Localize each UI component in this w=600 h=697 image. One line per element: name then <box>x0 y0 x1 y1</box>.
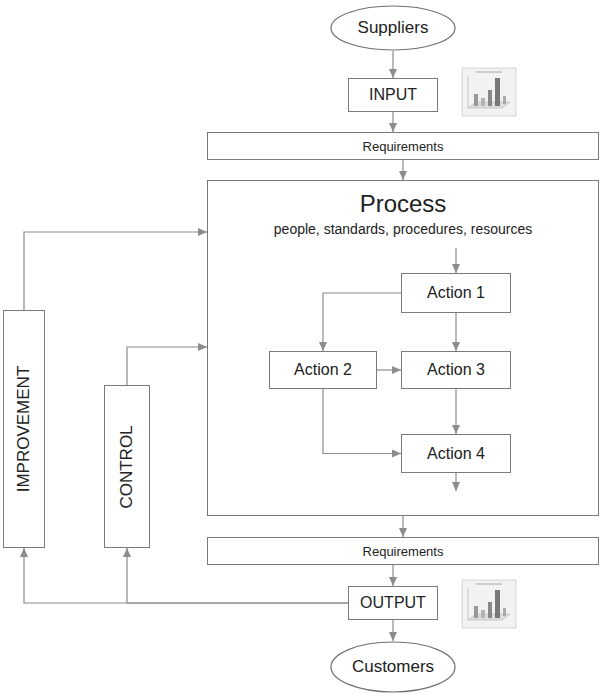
flow-arrow <box>455 313 456 351</box>
node-label: Requirements <box>363 139 444 154</box>
flow-arrow <box>377 369 401 370</box>
customer-ellipse: Customers <box>330 641 456 693</box>
flow-arrow <box>392 51 393 78</box>
flow-arrow <box>392 620 393 641</box>
flow-stub <box>455 248 456 273</box>
node-label: Suppliers <box>358 18 429 38</box>
improvement-box: IMPROVEMENT <box>3 310 45 548</box>
requirements-band: Requirements <box>207 132 599 160</box>
node-label: Requirements <box>363 544 444 559</box>
flow-arrow <box>127 347 207 385</box>
flow-arrow <box>323 293 401 351</box>
node-label: Action 1 <box>427 284 485 302</box>
node-label: Action 2 <box>294 361 352 379</box>
node-label: INPUT <box>369 86 417 104</box>
node-label: Customers <box>352 657 434 677</box>
flow-arrow <box>392 112 393 132</box>
action-box: Action 1 <box>401 273 511 313</box>
action-box: Action 2 <box>269 351 377 389</box>
node-label: CONTROL <box>117 425 137 508</box>
action-box: Action 4 <box>401 434 511 473</box>
control-box: CONTROL <box>104 385 150 548</box>
node-subtitle: people, standards, procedures, resources <box>208 219 598 239</box>
output-box: OUTPUT <box>348 586 438 620</box>
input-box: INPUT <box>348 78 438 112</box>
flow-arrow <box>323 389 401 454</box>
chart-icon <box>462 580 516 628</box>
flow-stub <box>455 473 456 491</box>
node-label: Process <box>208 189 598 219</box>
node-label: Action 3 <box>427 361 485 379</box>
node-label: OUTPUT <box>360 594 426 612</box>
flow-arrow <box>455 389 456 434</box>
flow-arrow <box>24 232 207 310</box>
chart-icon <box>462 68 516 116</box>
flow-arrow <box>392 565 393 586</box>
requirements-band: Requirements <box>207 537 599 565</box>
node-label: IMPROVEMENT <box>14 366 34 493</box>
supplier-ellipse: Suppliers <box>330 5 456 51</box>
node-label: Action 4 <box>427 445 485 463</box>
flow-arrow <box>402 516 403 537</box>
flow-arrow <box>402 160 403 180</box>
action-box: Action 3 <box>401 351 511 389</box>
process-box: Processpeople, standards, procedures, re… <box>207 180 599 516</box>
